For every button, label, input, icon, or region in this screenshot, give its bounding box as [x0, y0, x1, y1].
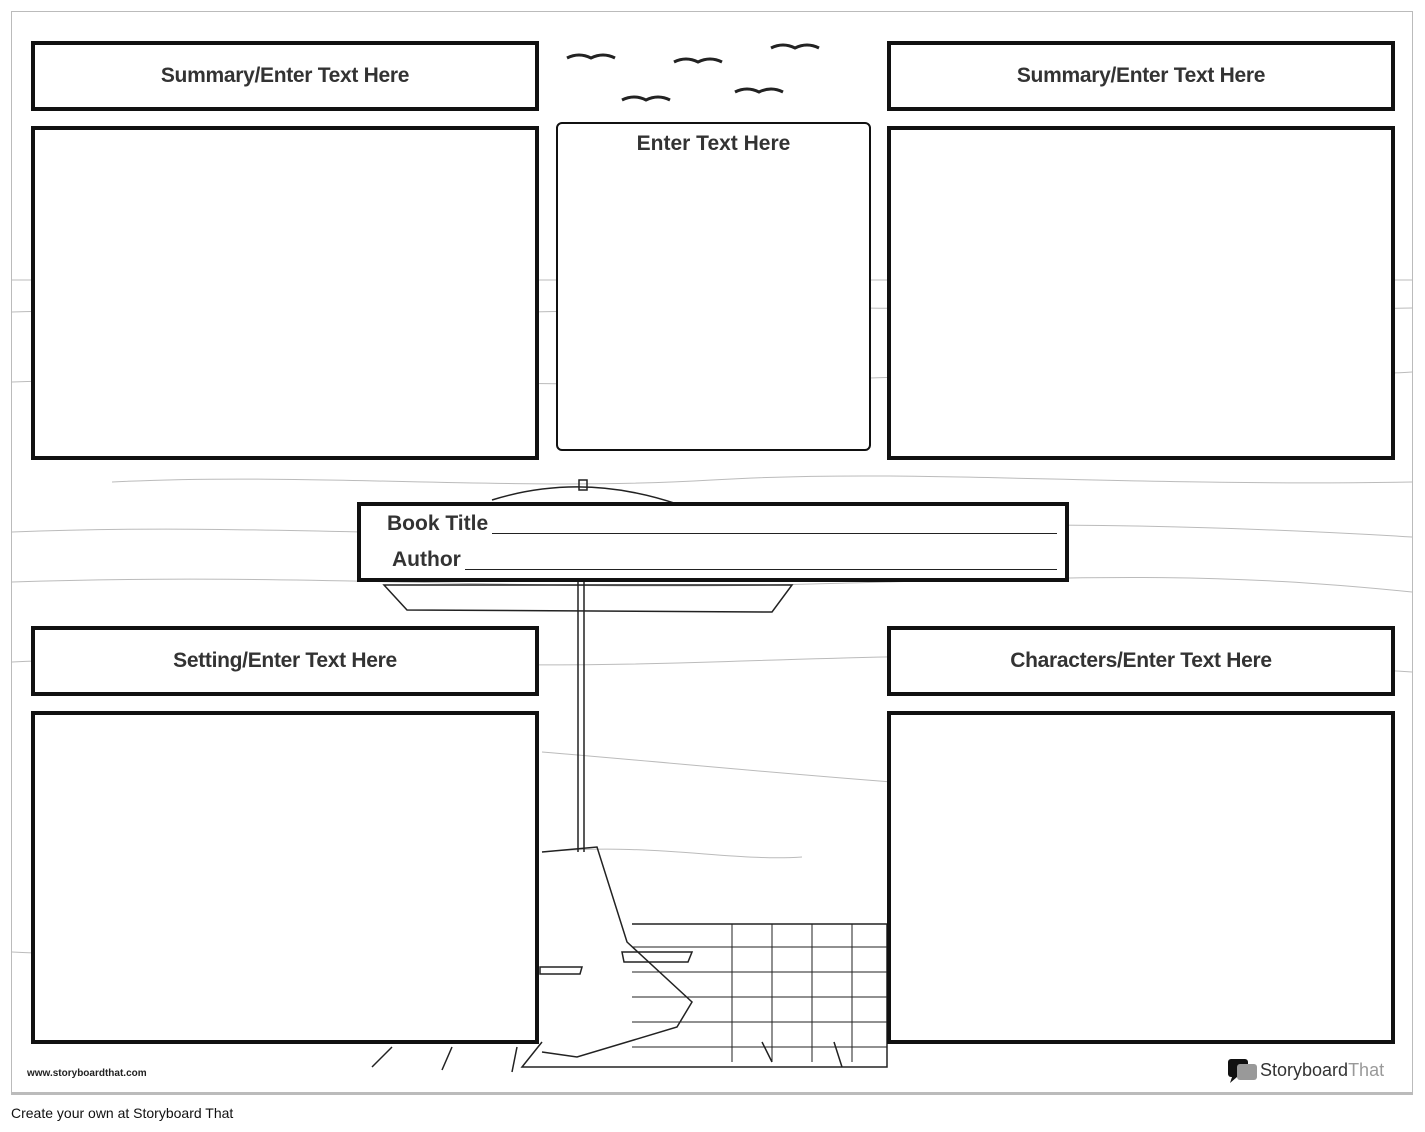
logo-main: Storyboard [1260, 1059, 1349, 1080]
author-line[interactable] [464, 568, 1057, 570]
summary-content-box-right[interactable] [887, 126, 1395, 460]
summary-title-box-left[interactable]: Summary/Enter Text Here [31, 41, 539, 111]
center-title: Enter Text Here [636, 132, 791, 155]
create-your-own-link[interactable]: Create your own at Storyboard That [11, 1105, 234, 1121]
summary-title-right: Summary/Enter Text Here [1016, 64, 1266, 87]
setting-title-box[interactable]: Setting/Enter Text Here [31, 626, 539, 696]
footer-url: www.storyboardthat.com [27, 1068, 147, 1079]
author-row: Author [392, 548, 1057, 572]
book-title-row: Book Title [387, 512, 1057, 536]
setting-title: Setting/Enter Text Here [173, 649, 397, 672]
characters-title-box[interactable]: Characters/Enter Text Here [887, 626, 1395, 696]
setting-content-box[interactable] [31, 711, 539, 1044]
book-title-label: Book Title [387, 512, 489, 535]
summary-title-box-right[interactable]: Summary/Enter Text Here [887, 41, 1395, 111]
speech-bubble-icon [1228, 1059, 1257, 1083]
summary-title-left: Summary/Enter Text Here [160, 64, 410, 87]
characters-content-box[interactable] [887, 711, 1395, 1044]
book-info-box[interactable]: Book Title Author [357, 502, 1069, 582]
summary-content-box-left[interactable] [31, 126, 539, 460]
center-text-box[interactable]: Enter Text Here [556, 122, 871, 451]
book-title-line[interactable] [492, 532, 1057, 534]
logo-light: That [1348, 1059, 1385, 1080]
author-label: Author [392, 548, 461, 571]
characters-title: Characters/Enter Text Here [1010, 649, 1272, 672]
